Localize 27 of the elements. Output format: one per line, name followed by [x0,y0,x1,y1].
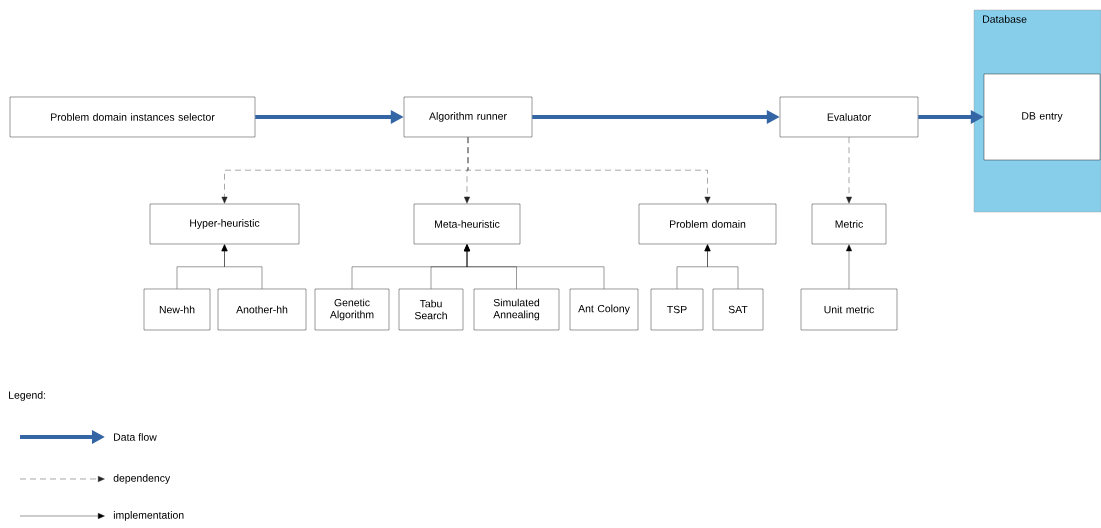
process-box: Tabu Search [398,288,464,331]
process-box: Ant Colony [569,288,639,331]
arrow [464,244,605,289]
legend-heading: Legend: [9,391,46,401]
process-box: Simulated Annealing [473,288,560,331]
arrow [221,244,263,289]
legend-text: implementation [113,511,184,521]
arrow [846,244,852,289]
legend-text: Data flow [114,433,157,441]
process-box: Meta-heuristic [413,203,521,245]
arrow [704,244,739,289]
process-box: TSP [650,288,704,331]
process-box: Hyper-heuristic [149,203,300,245]
process-box: New-hh [143,288,211,331]
process-box: DB entry [983,73,1101,161]
arrow [467,137,711,204]
arrow [846,137,852,204]
process-box: Genetic Algorithm [314,288,390,331]
process-box: Metric [811,203,887,245]
legend-text: dependency [113,474,171,484]
process-box: Problem domain [638,203,777,245]
process-box: Another-hh [217,288,307,331]
process-box: Problem domain instances selector [9,96,256,138]
process-box: Evaluator [779,96,919,138]
process-box: SAT [712,288,764,331]
process-box: Algorithm runner [403,96,533,138]
process-box: Unit metric [800,288,898,331]
